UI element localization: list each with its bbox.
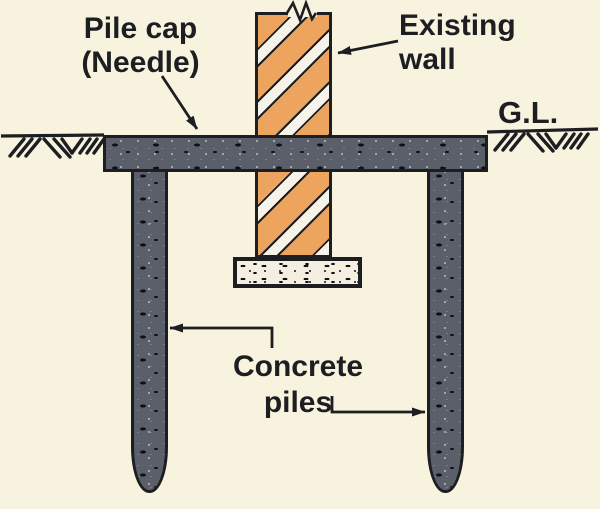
pile-cap-label-line2: (Needle) [81,46,200,79]
existing-wall-label: Existing wall [399,9,516,77]
ground-level-label: G.L. [498,95,559,130]
concrete-piles-label-line1: Concrete [232,350,364,383]
old-wall-footing-shape [233,257,362,288]
pile-cap-shape [103,135,488,172]
existing-wall-arrow [337,39,399,55]
concrete-piles-label: Concrete piles [222,349,374,421]
pile-cap-arrow [160,75,199,130]
ground-hatch-right [493,132,590,153]
concrete-piles-arrow-left [169,323,274,348]
existing-wall-label-line1: Existing [399,9,516,42]
existing-wall-label-line2: wall [399,43,456,76]
ground-hatch-left [8,137,106,159]
concrete-pile-left [131,166,168,493]
pile-cap-label-line1: Pile cap [83,12,198,45]
concrete-pile-right [427,166,464,493]
concrete-piles-label-line2: piles [263,386,333,419]
pile-cap-label: Pile cap (Needle) [63,12,218,80]
